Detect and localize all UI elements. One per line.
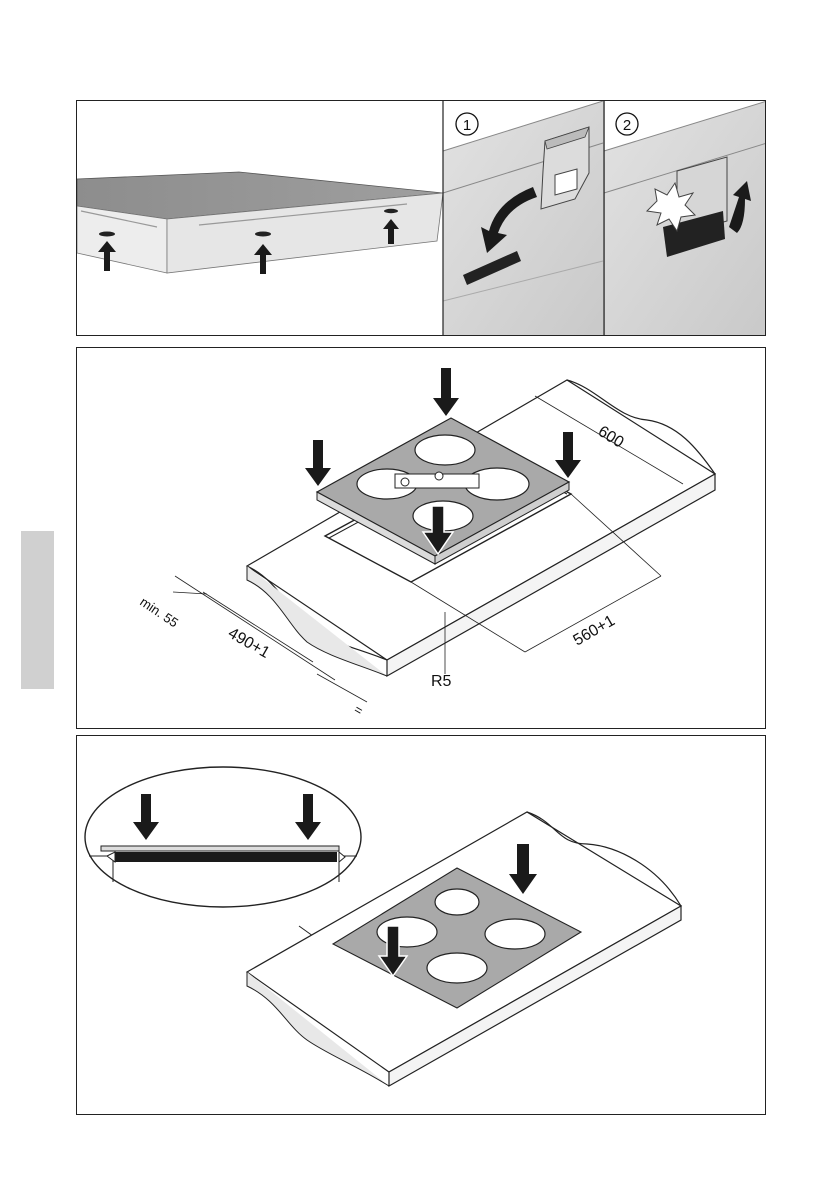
panel-hob-seating	[76, 735, 766, 1115]
page-side-tab	[21, 531, 54, 689]
min-edge-label: min. 55	[137, 594, 181, 630]
detail-callout	[85, 767, 361, 907]
step-2-illustration	[604, 101, 766, 336]
step-1-illustration	[443, 101, 603, 336]
hob-seating-illustration	[77, 736, 766, 1115]
step-2-badge: 2	[616, 113, 638, 135]
radius-label: R5	[431, 673, 452, 690]
panel-bracket-installation: 1 2	[76, 100, 766, 336]
equal-spacing-label: =	[352, 702, 366, 719]
cutout-depth-label: 490+1	[225, 625, 273, 662]
step-1-badge: 1	[456, 113, 478, 135]
cutout-width-label: 560+1	[571, 612, 619, 649]
step-2-number: 2	[623, 117, 631, 134]
panel-cutout-dimensions: 600 560+1 490+1 min. 55 R5 =	[76, 347, 766, 729]
cutout-dimensions-diagram: 600 560+1 490+1 min. 55 R5 =	[77, 348, 766, 729]
step-1-number: 1	[463, 117, 471, 134]
bracket-installation-illustration: 1 2	[77, 101, 766, 336]
